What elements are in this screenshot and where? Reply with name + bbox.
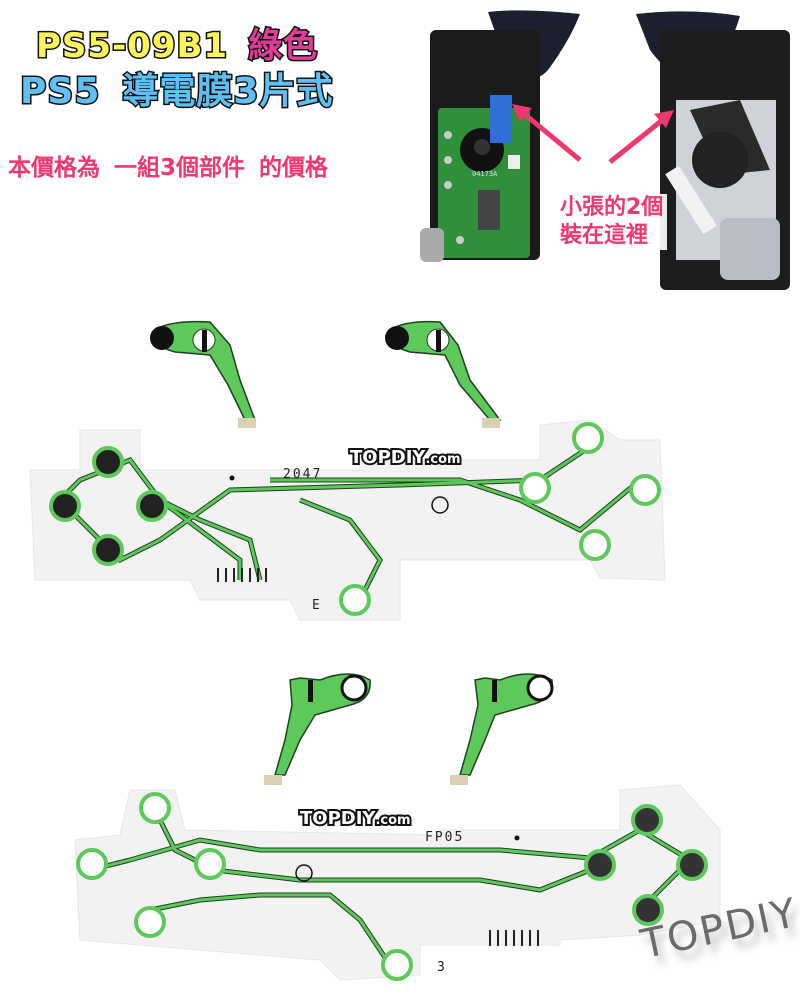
dpad-contacts — [49, 446, 168, 566]
price-note-part2: 一組3個部件 — [114, 155, 246, 181]
price-note: 本價格為一組3個部件的價格 — [8, 148, 328, 182]
price-note-part1: 本價格為 — [8, 155, 100, 181]
membrane-sheet-1 — [29, 320, 666, 621]
product-prefix: PS5 — [18, 70, 101, 114]
model-number: PS5-09B1 — [34, 25, 229, 68]
watermark-sheet-1: TOPDIY.com — [348, 445, 463, 470]
letter-mark-sheet-1: E — [312, 598, 322, 613]
callout-label: 小張的2個 裝在這裡 — [556, 194, 668, 250]
membrane-sheet-2 — [74, 673, 721, 981]
dpad-contacts — [584, 804, 708, 926]
pointer-arrows — [512, 104, 674, 164]
letter-mark-sheet-2: 3 — [437, 960, 447, 975]
code-mark-sheet-2: FP05 — [425, 830, 465, 845]
small-flex-right — [385, 320, 502, 428]
trigger-module-photo: 04173A — [420, 10, 790, 290]
small-flex-left — [264, 673, 371, 785]
face-button-contacts — [339, 422, 661, 616]
small-flex-left — [150, 320, 257, 428]
right-trigger-module — [636, 11, 790, 290]
code-mark-sheet-1: 2047 — [283, 467, 323, 482]
watermark-sheet-2: TOPDIY.com — [298, 806, 413, 831]
face-button-contacts — [76, 792, 413, 981]
product-name-title: PS5 導電膜3片式 — [18, 62, 334, 114]
left-trigger-module: 04173A — [420, 10, 580, 262]
connector-pins — [217, 568, 267, 582]
callout-line1: 小張的2個 — [560, 195, 664, 220]
connector-pins — [489, 930, 539, 946]
callout-line2: 裝在這裡 — [560, 223, 649, 248]
product-model-title: PS5-09B1 綠色 — [34, 18, 319, 68]
small-flex-right — [450, 673, 554, 785]
color-label: 綠色 — [247, 25, 319, 68]
svg-text:04173A: 04173A — [472, 170, 498, 178]
product-name: 導電膜3片式 — [121, 70, 334, 114]
price-note-part3: 的價格 — [259, 155, 329, 181]
